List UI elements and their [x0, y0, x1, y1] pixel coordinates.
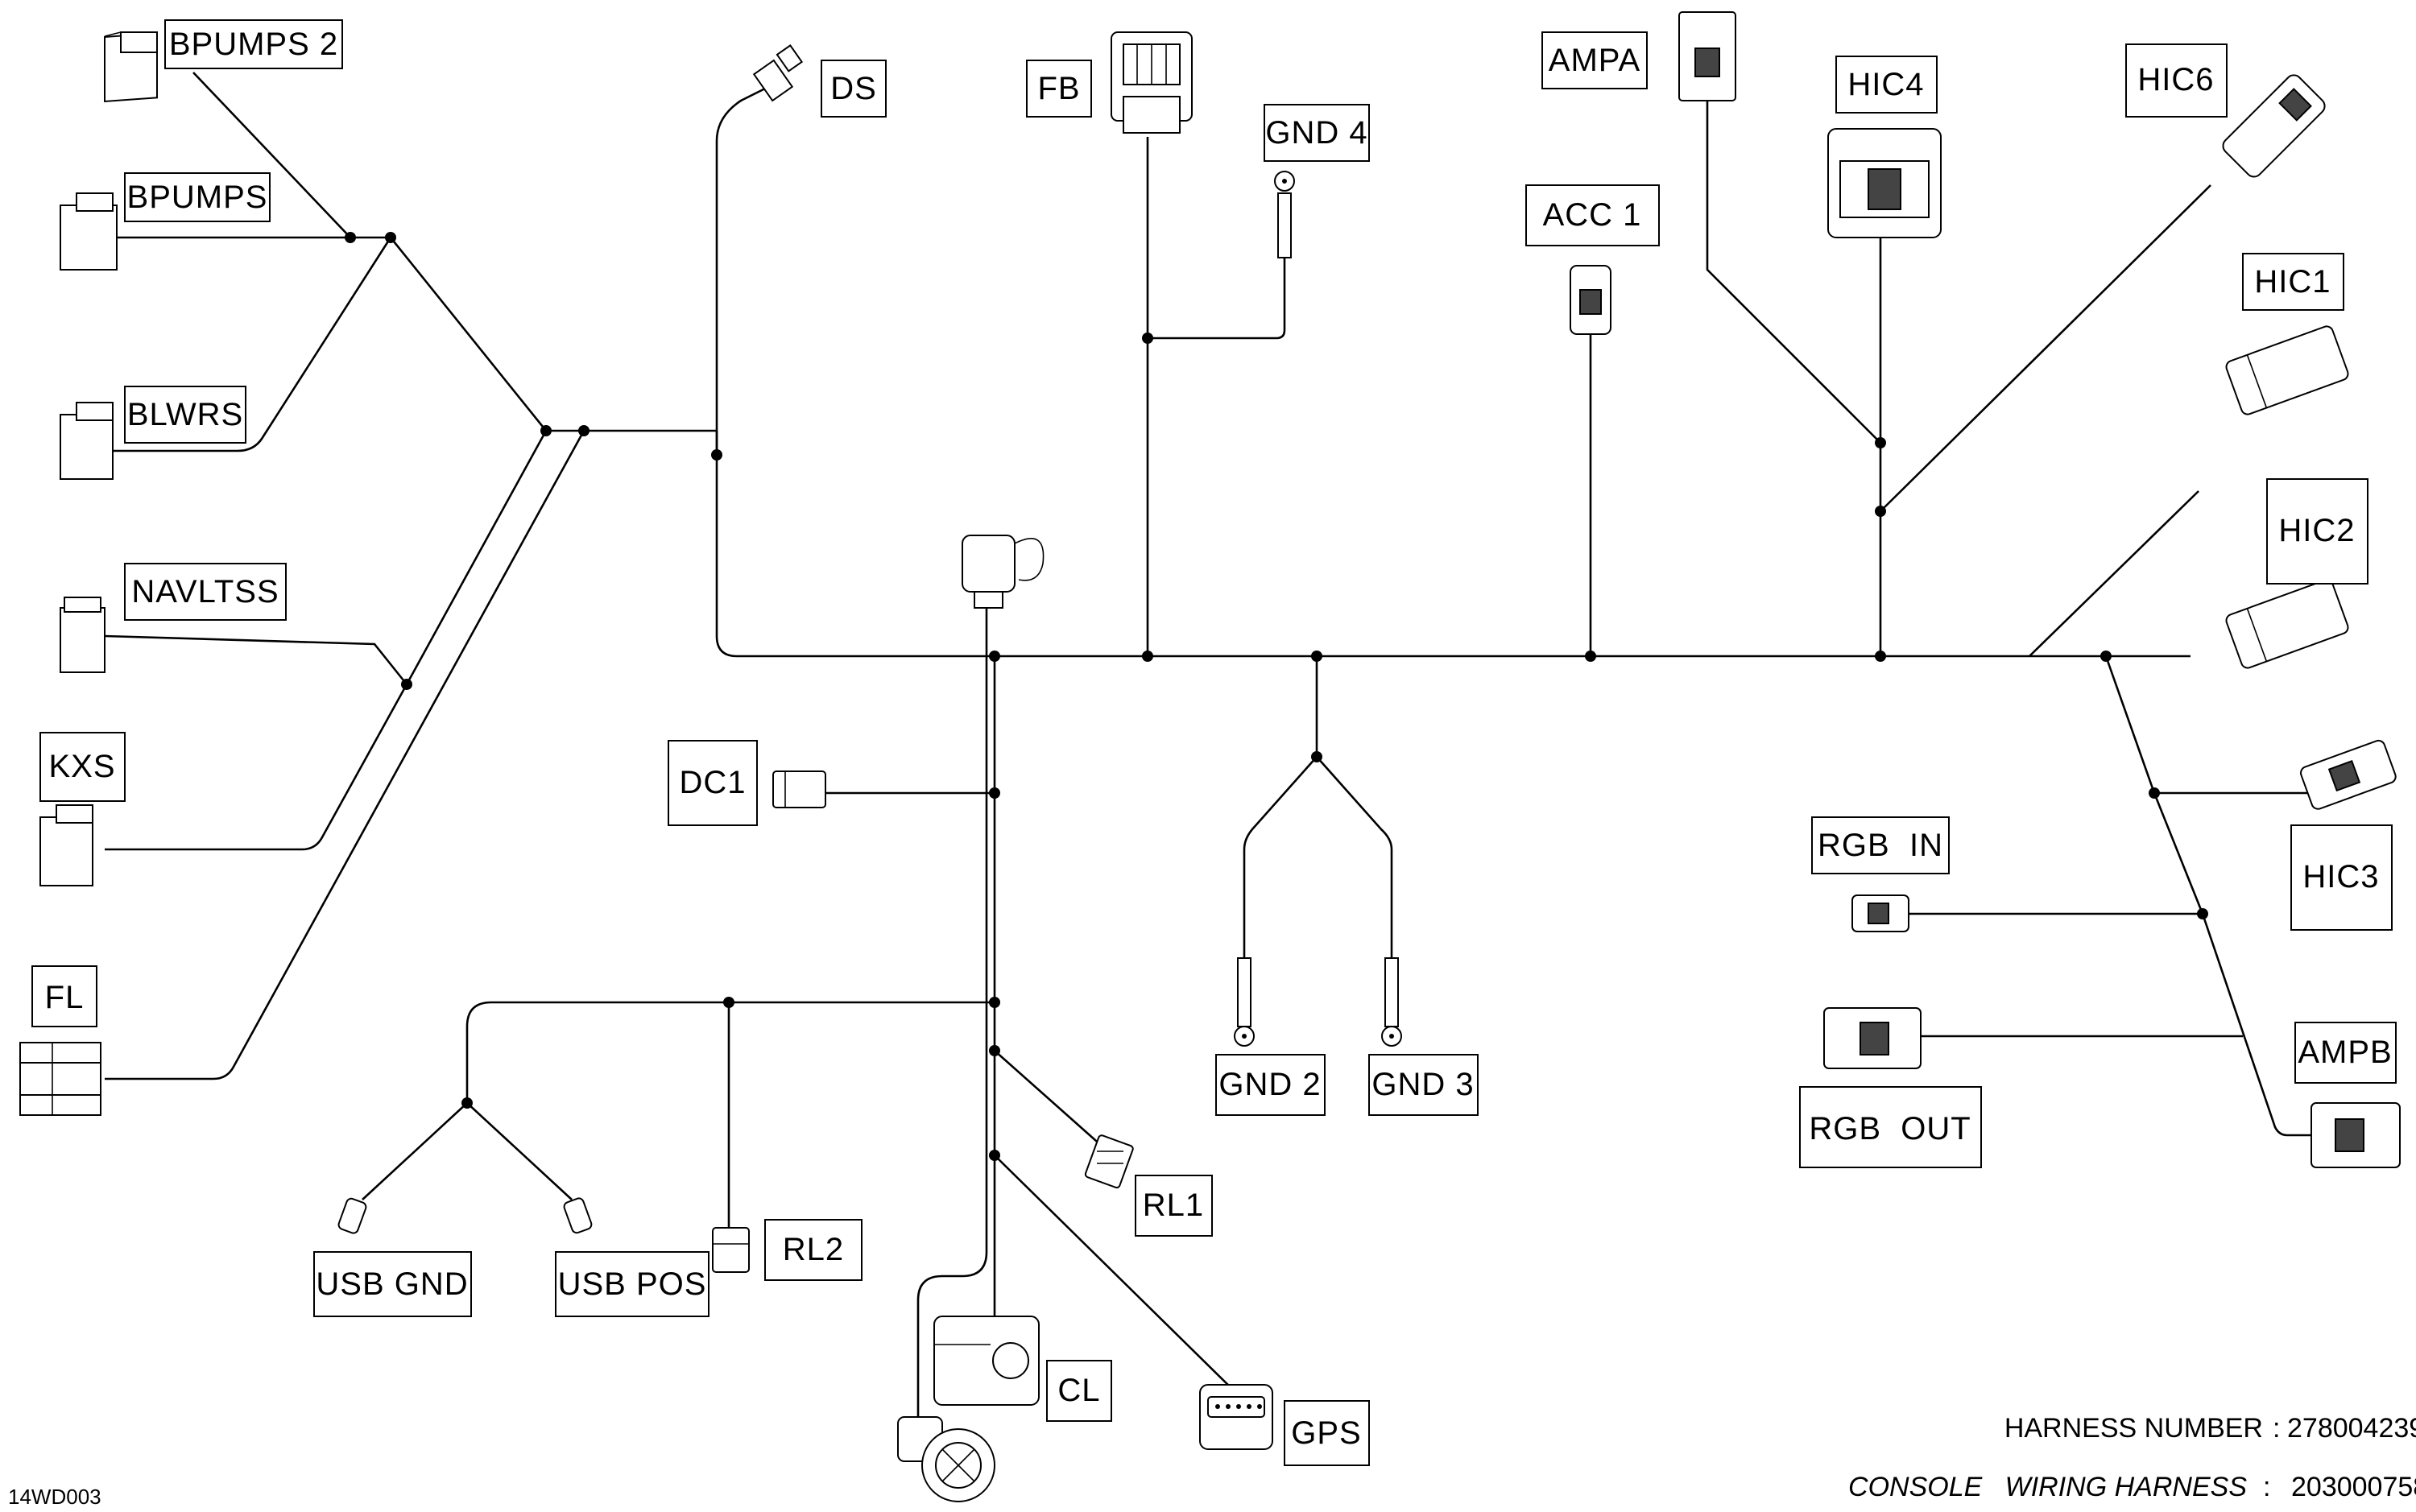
ampa-connector-icon — [1678, 11, 1736, 101]
connector-label-rl2: RL2 — [764, 1219, 863, 1281]
label-text: HIC1 — [2254, 264, 2331, 300]
wire-harness — [104, 72, 2323, 1429]
connector-label-hic6: HIC6 — [2125, 43, 2228, 118]
power-outlet-icon — [897, 1416, 995, 1502]
label-text: FL — [45, 980, 85, 1015]
connector-label-bpumps2: BPUMPS 2 — [164, 19, 343, 69]
center-plug-icon — [962, 535, 1045, 609]
splice-nodes — [345, 232, 2208, 1161]
connector-label-gnd4: GND 4 — [1264, 104, 1370, 162]
hic3-connector-icon — [2300, 739, 2397, 810]
bpumps-connector-icon — [60, 192, 118, 271]
label-text: GND 3 — [1371, 1067, 1474, 1102]
label-text: NAVLTSS — [131, 574, 279, 609]
connector-label-fb: FB — [1026, 60, 1092, 118]
label-text: GND 2 — [1218, 1067, 1321, 1102]
gnd2-ring-terminal-icon — [1234, 957, 1255, 1047]
harness-number-label: HARNESS NUMBER — [2004, 1413, 2263, 1444]
gps-connector-icon — [1199, 1384, 1273, 1450]
hic1-connector-icon — [2225, 325, 2349, 415]
dc1-connector-icon — [772, 770, 826, 808]
usb-gnd-terminal-icon — [337, 1197, 367, 1234]
label-text: BPUMPS — [127, 180, 268, 215]
ampb-connector-icon — [2311, 1102, 2401, 1168]
console-harness-label: CONSOLE WIRING HARNESS — [1848, 1472, 2247, 1502]
cl-connector-icon — [933, 1316, 1040, 1406]
connector-label-hic3: HIC3 — [2290, 824, 2393, 931]
label-text: CL — [1057, 1373, 1100, 1408]
connector-label-usb-gnd: USB GND — [313, 1251, 472, 1317]
label-text: USB POS — [558, 1266, 707, 1302]
rgb-out-connector-icon — [1823, 1007, 1922, 1069]
label-text: RL2 — [783, 1232, 844, 1267]
acc1-connector-icon — [1570, 265, 1611, 335]
label-text: AMPB — [2298, 1035, 2392, 1070]
connector-label-ampa: AMPA — [1541, 31, 1648, 89]
connector-label-rgb-in: RGB IN — [1811, 816, 1950, 874]
label-text: RL1 — [1143, 1188, 1204, 1223]
gnd4-ring-terminal-icon — [1274, 171, 1295, 258]
connector-label-hic4: HIC4 — [1835, 56, 1938, 114]
label-text: FB — [1037, 71, 1080, 106]
gnd3-ring-terminal-icon — [1381, 957, 1402, 1047]
kxs-connector-icon — [39, 804, 93, 886]
label-text: GPS — [1291, 1415, 1361, 1451]
label-text: HIC3 — [2302, 859, 2379, 894]
label-text: KXS — [48, 749, 115, 784]
fl-connector-icon — [19, 1042, 101, 1116]
label-text: HIC6 — [2137, 62, 2214, 97]
harness-number: 278004239 — [2287, 1413, 2416, 1444]
label-text: USB GND — [316, 1266, 468, 1302]
label-text: HIC4 — [1847, 67, 1924, 102]
fb-fusebox-icon — [1111, 31, 1193, 134]
connector-label-bpumps: BPUMPS — [124, 172, 271, 222]
usb-pos-terminal-icon — [563, 1197, 593, 1234]
bpumps2-connector-icon — [104, 31, 158, 102]
label-text: BLWRS — [127, 397, 243, 432]
connector-label-cl: CL — [1046, 1360, 1112, 1422]
console-harness-number: 203000758 — [2291, 1472, 2416, 1502]
connector-label-kxs: KXS — [39, 732, 126, 802]
connector-label-hic1: HIC1 — [2242, 253, 2344, 311]
hic6-connector-icon — [2222, 74, 2326, 178]
label-text: HIC2 — [2278, 513, 2355, 548]
connector-label-acc1: ACC 1 — [1525, 184, 1660, 246]
hic4-connector-icon — [1827, 128, 1942, 238]
connector-label-ds: DS — [821, 60, 887, 118]
label-text: DS — [830, 71, 877, 106]
connector-label-fl: FL — [31, 965, 97, 1027]
connector-label-gps: GPS — [1284, 1400, 1370, 1466]
label-text: AMPA — [1549, 43, 1640, 78]
harness-number-separator: : — [2273, 1413, 2280, 1444]
label-text: RGB IN — [1818, 828, 1943, 863]
connector-label-blwrs: BLWRS — [124, 386, 246, 444]
connector-label-rl1: RL1 — [1135, 1175, 1213, 1237]
rl1-connector-icon — [1084, 1134, 1134, 1189]
diagram-code: 14WD003 — [8, 1485, 101, 1509]
hic2-connector-icon — [2225, 579, 2349, 669]
connector-label-navltss: NAVLTSS — [124, 563, 287, 621]
rl2-connector-icon — [712, 1227, 750, 1273]
connector-label-gnd2: GND 2 — [1215, 1054, 1326, 1116]
label-text: GND 4 — [1265, 115, 1367, 151]
label-text: BPUMPS 2 — [169, 27, 338, 62]
connector-label-rgb-out: RGB OUT — [1799, 1086, 1982, 1168]
ds-connector-icon — [752, 44, 804, 102]
navltss-connector-icon — [60, 597, 105, 673]
connector-label-dc1: DC1 — [668, 740, 758, 826]
label-text: DC1 — [679, 765, 746, 800]
connector-label-ampb: AMPB — [2294, 1022, 2397, 1084]
blwrs-connector-icon — [60, 402, 114, 480]
connector-label-usb-pos: USB POS — [555, 1251, 709, 1317]
label-text: RGB OUT — [1809, 1111, 1971, 1146]
connector-label-hic2: HIC2 — [2266, 478, 2368, 585]
rgb-in-connector-icon — [1851, 894, 1909, 932]
console-separator: : — [2263, 1472, 2270, 1502]
connector-label-gnd3: GND 3 — [1368, 1054, 1479, 1116]
label-text: ACC 1 — [1543, 197, 1642, 233]
